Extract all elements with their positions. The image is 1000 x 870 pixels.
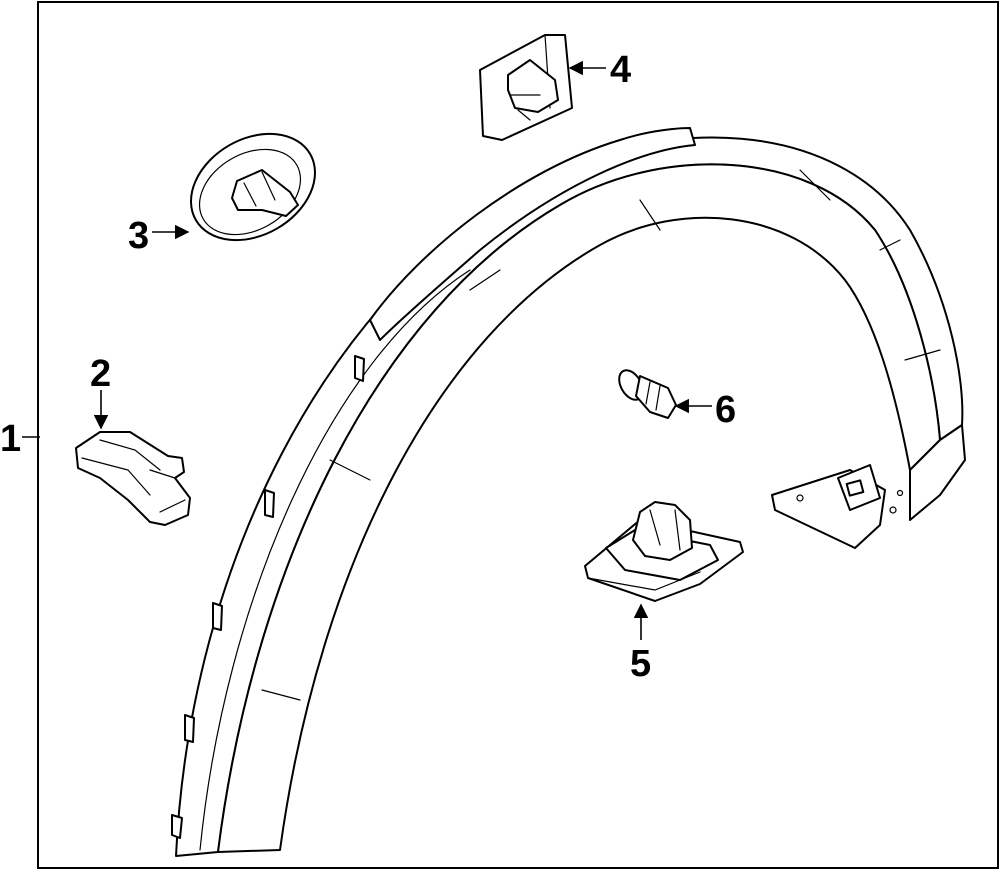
callout-5: 5 [630, 643, 651, 685]
callout-1: 1 [0, 418, 21, 460]
callout-6: 6 [715, 389, 736, 431]
wheel-opening-molding [171, 127, 966, 857]
clip-part-2 [75, 431, 191, 526]
callout-2: 2 [90, 353, 111, 395]
clip-part-4 [479, 34, 573, 141]
diagram-frame [37, 1, 999, 869]
screw-part-6 [618, 369, 677, 419]
grommet-part-3 [190, 132, 316, 242]
clip-part-5 [584, 501, 744, 602]
callout-3: 3 [128, 215, 149, 257]
callout-4: 4 [610, 49, 631, 91]
